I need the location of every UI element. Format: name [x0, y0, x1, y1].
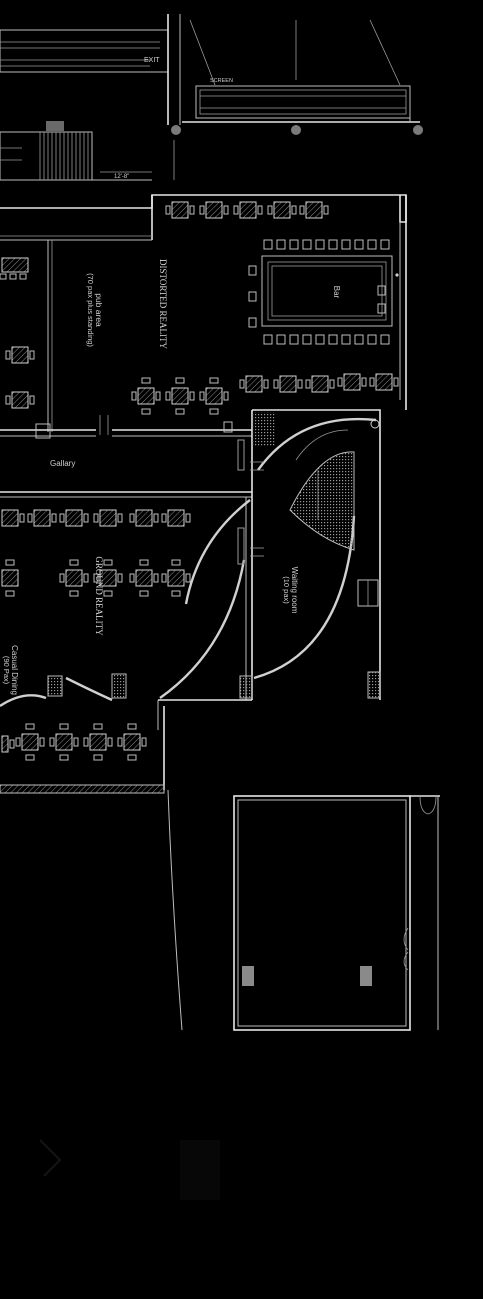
casual-dining-label: Casual Dining — [10, 645, 19, 695]
pub-area-label: pub area — [94, 293, 104, 327]
distorted-reality-label: DISTORTED REALITY — [158, 259, 168, 350]
bottom-shadow — [39, 1139, 220, 1200]
exit-label: EXIT — [144, 57, 160, 64]
dimension-label: 12'-8" — [114, 174, 129, 180]
pub-area: Bar pub area (70 pax plus standing) DIST… — [0, 194, 407, 435]
waiting-room-capacity: (10 pax) — [282, 576, 291, 604]
waiting-room: Waiting room (10 pax) — [237, 409, 381, 700]
pub-area-capacity: (70 pax plus standing) — [86, 273, 95, 347]
casual-dining-capacity: (90 Pax) — [2, 656, 11, 685]
ground-reality-label: GROUND REALITY — [94, 556, 104, 636]
dining-tables — [0, 201, 399, 761]
screen-label: SCREEN — [210, 78, 233, 84]
column-marker — [413, 125, 423, 135]
waiting-room-label: Waiting room — [290, 567, 299, 614]
ground-reality-area: GROUND REALITY Casual Dining (90 Pax) — [0, 410, 253, 794]
column-marker — [291, 125, 301, 135]
lower-room — [167, 789, 440, 1031]
gallery-label: Gallary — [50, 459, 75, 468]
stairs-area: 12'-8" — [0, 121, 175, 181]
top-stage-area: EXIT SCREEN — [0, 14, 423, 135]
gallery-corridor: Gallary — [0, 421, 252, 498]
column-marker — [171, 125, 181, 135]
bar-label: Bar — [332, 286, 341, 299]
